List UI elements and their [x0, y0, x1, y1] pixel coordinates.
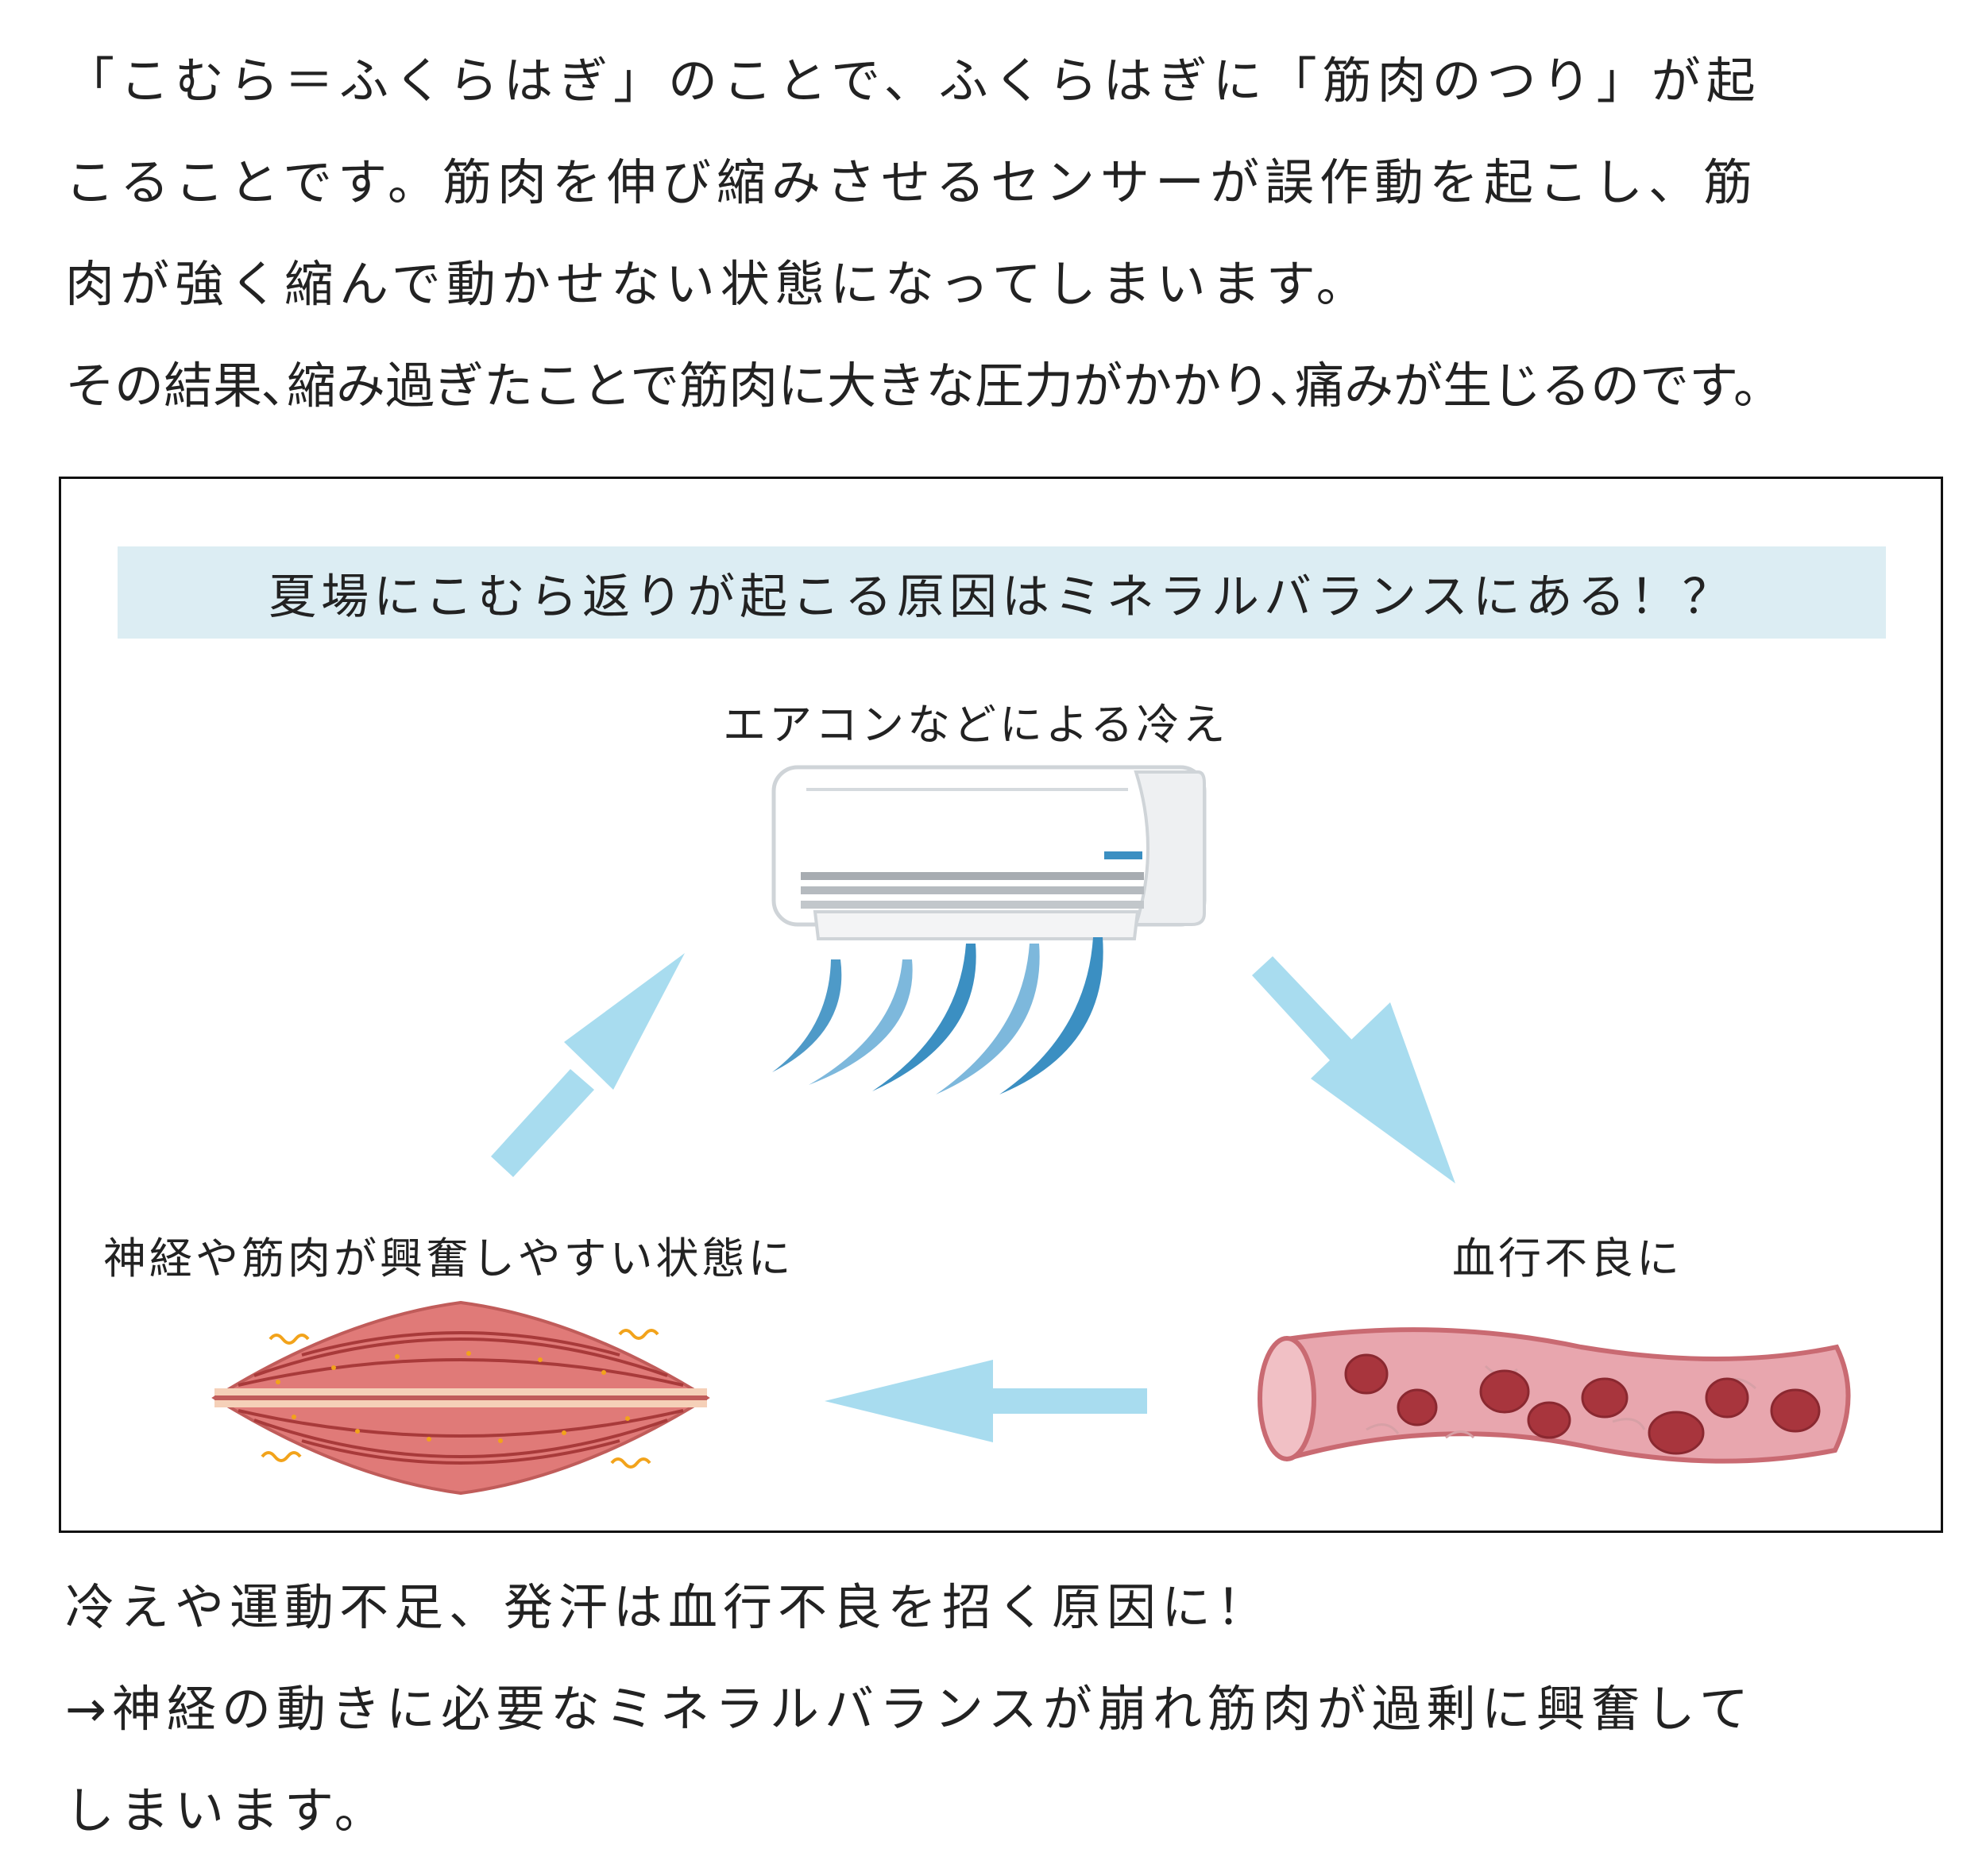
- intro-line: こることです。筋肉を伸び縮みさせるセンサーが誤作動を起こし、筋: [65, 153, 1758, 211]
- diagram-frame: [59, 477, 1943, 1533]
- intro-paragraph: 「こむら＝ふくらはぎ」のことで、ふくらはぎに「筋肉のつり」が起 こることです。筋…: [65, 30, 1940, 437]
- arrow-down-right-icon: [1252, 956, 1455, 1183]
- intro-line: 「こむら＝ふくらはぎ」のことで、ふくらはぎに「筋肉のつり」が起: [65, 52, 1761, 110]
- muscle-fiber-icon: [211, 1300, 710, 1496]
- intro-line: その結果､縮み過ぎたことで筋肉に大きな圧力がかかり､痛みが生じるのです。: [65, 357, 1783, 415]
- nerve-label: 神経や筋肉が興奮しやすい状態に: [103, 1233, 794, 1283]
- diagram-title: 夏場にこむら返りが起こる原因はミネラルバランスにある！？: [269, 569, 1735, 625]
- diagram-title-bar: 夏場にこむら返りが起こる原因はミネラルバランスにある！？: [118, 546, 1886, 639]
- air-conditioner-icon: [771, 765, 1207, 1094]
- arrow-left-icon: [825, 1360, 1147, 1442]
- intro-line: 肉が強く縮んで動かせない状態になってしまいます。: [65, 255, 1371, 313]
- outro-line: しまいます。: [65, 1781, 389, 1839]
- outro-line: →神経の動きに必要なミネラルバランスが崩れ筋肉が過剰に興奮して: [65, 1680, 1754, 1738]
- outro-paragraph: 冷えや運動不足、発汗は血行不良を招く原因に！ →神経の動きに必要なミネラルバラン…: [65, 1557, 1940, 1862]
- blood-vessel-icon: [1258, 1327, 1851, 1464]
- outro-line: 冷えや運動不足、発汗は血行不良を招く原因に！: [65, 1578, 1272, 1636]
- arrow-up-right-icon: [491, 953, 685, 1177]
- blood-label: 血行不良に: [1452, 1233, 1683, 1283]
- aircon-label: エアコンなどによる冷え: [723, 700, 1229, 750]
